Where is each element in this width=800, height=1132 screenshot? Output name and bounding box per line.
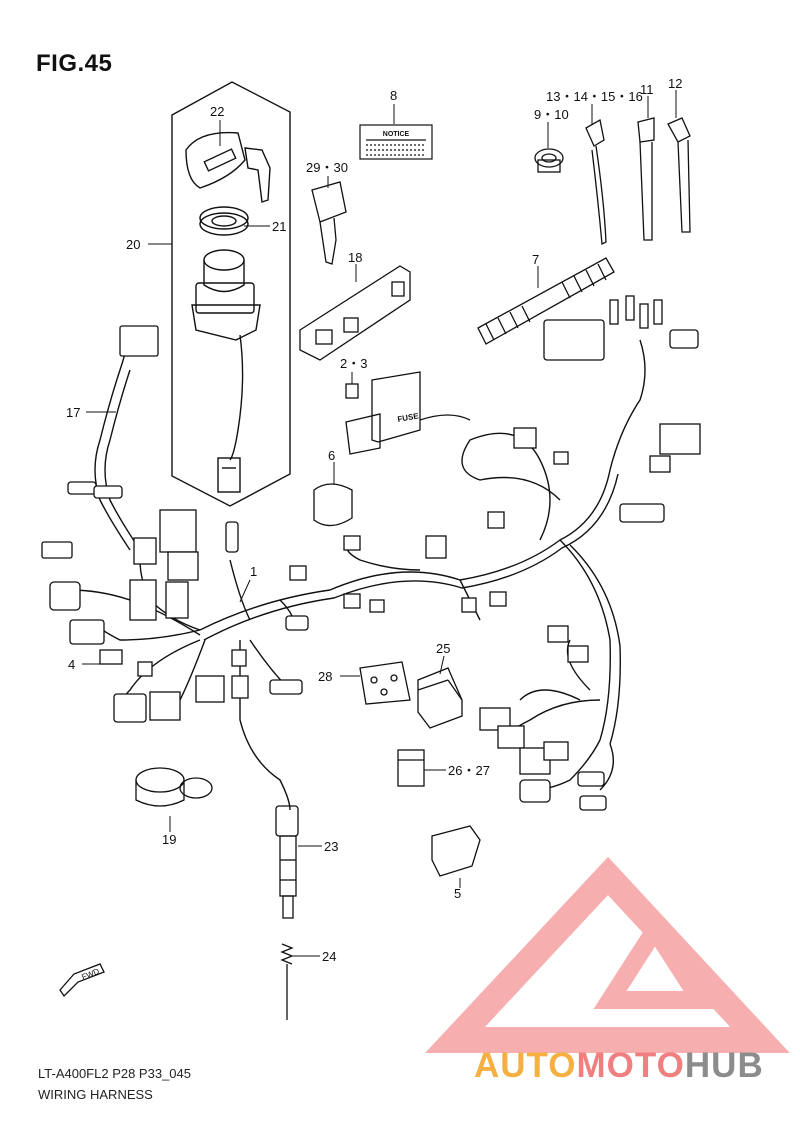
callout-20: 20 — [126, 237, 140, 252]
callout-18: 18 — [348, 250, 362, 265]
callout-8: 8 — [390, 88, 397, 103]
watermark-part-1: AUTO — [474, 1046, 577, 1085]
corrugated-tube-part — [477, 257, 615, 345]
switch-19-part — [135, 767, 213, 807]
callout-25: 25 — [436, 641, 450, 656]
bracket-28-part — [359, 661, 411, 705]
callout-28: 28 — [318, 669, 332, 684]
terminal-cap-part — [313, 483, 353, 527]
callout-1: 1 — [250, 564, 257, 579]
forward-arrow-icon — [59, 963, 105, 998]
watermark-wordmark: AUTOMOTOHUB — [474, 1046, 764, 1086]
callout-9: 9・10 — [534, 107, 569, 122]
sensor-23-part — [275, 805, 299, 919]
cable-ties — [585, 117, 691, 246]
watermark-part-3: HUB — [684, 1046, 764, 1085]
leader-lines — [82, 90, 677, 957]
main-wiring-harness — [69, 329, 646, 811]
callout-7: 7 — [532, 252, 539, 267]
figure-title: FIG.45 — [36, 50, 113, 77]
callout-24: 24 — [322, 949, 336, 964]
fwd-text: FWD — [80, 967, 100, 982]
callout-17: 17 — [66, 405, 80, 420]
figure-name: WIRING HARNESS — [38, 1087, 153, 1102]
callout-5: 5 — [454, 886, 461, 901]
watermark-part-2: MOTO — [576, 1046, 685, 1085]
coupler-26-part — [397, 749, 425, 787]
callout-11: 11 — [640, 82, 654, 97]
spring-24-part — [280, 943, 294, 1020]
callout-26: 26・27 — [448, 763, 490, 778]
callout-23: 23 — [324, 839, 338, 854]
notice-text: NOTICE — [383, 131, 410, 138]
notice-label-part — [359, 124, 433, 160]
key-blank-part — [311, 181, 347, 265]
ignition-switch-group — [171, 81, 291, 507]
callout-13: 13・14・15・16 — [546, 89, 643, 104]
fuse-text: FUSE — [397, 411, 420, 424]
callout-12: 12 — [668, 76, 682, 91]
callout-2: 2・3 — [340, 356, 367, 371]
callout-4: 4 — [68, 657, 75, 672]
figure-code: LT-A400FL2 P28 P33_045 — [38, 1066, 191, 1081]
callout-19: 19 — [162, 832, 176, 847]
relay-25-part — [417, 667, 463, 729]
callout-29: 29・30 — [306, 160, 348, 175]
rubber-cap-5-part — [431, 825, 481, 877]
callout-21: 21 — [272, 219, 286, 234]
callout-22: 22 — [210, 104, 224, 119]
wire-clamp-part — [534, 148, 564, 173]
callout-labels: 22 20 21 8 29・30 18 2・3 13・14・15・16 9・10… — [66, 76, 682, 964]
harness-connectors — [41, 295, 701, 811]
callout-6: 6 — [328, 448, 335, 463]
watermark-logo-triangle — [425, 856, 790, 1053]
relay-bracket-part — [299, 265, 411, 361]
